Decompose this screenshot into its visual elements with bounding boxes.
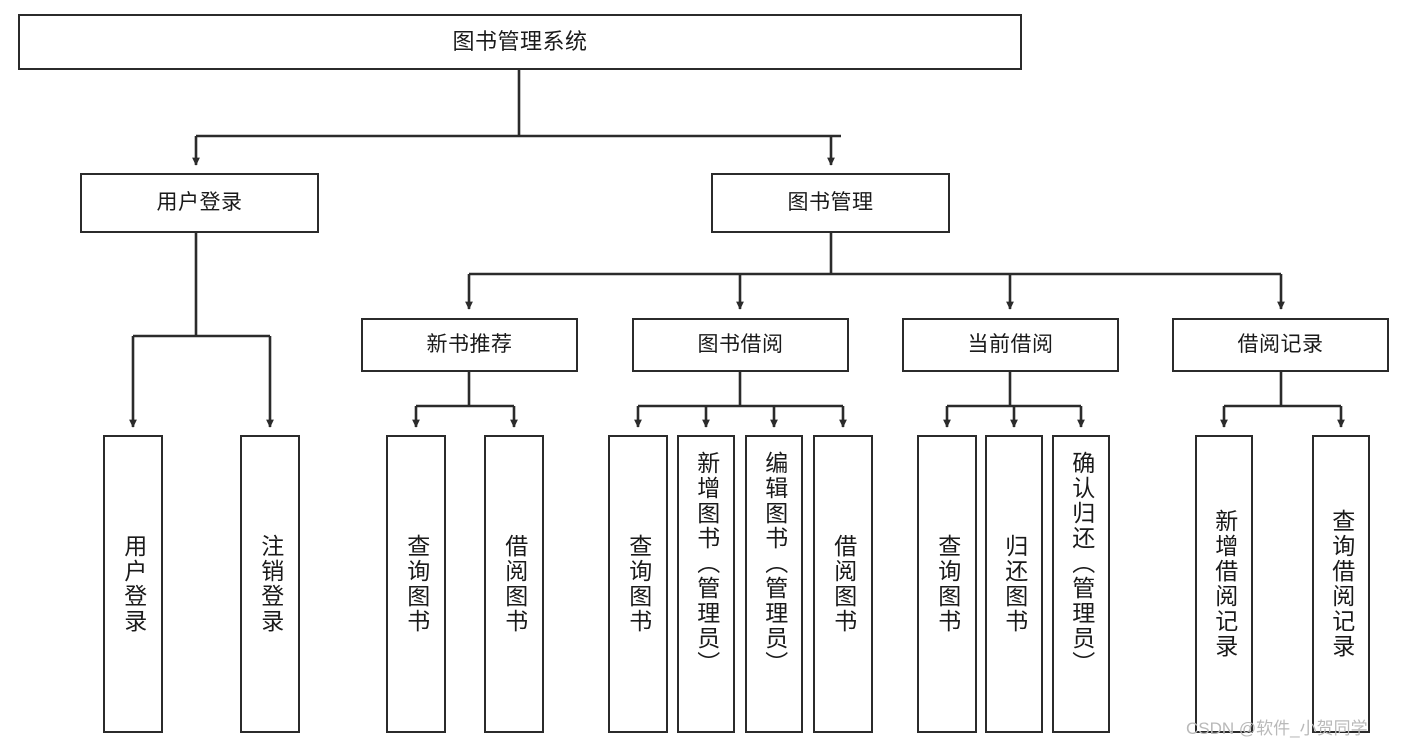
node-label: 查询图书 xyxy=(934,534,961,634)
node-label: 借阅图书 xyxy=(501,534,528,634)
node-label: 编辑图书（管理员） xyxy=(761,451,788,676)
node-leaf-add-book[interactable]: 新增图书（管理员） xyxy=(677,435,735,733)
node-label: 用户登录 xyxy=(156,190,243,214)
node-leaf-add-record[interactable]: 新增借阅记录 xyxy=(1195,435,1253,733)
node-root-system[interactable]: 图书管理系统 xyxy=(18,14,1022,70)
node-current-borrow[interactable]: 当前借阅 xyxy=(902,318,1119,372)
node-leaf-confirm-return[interactable]: 确认归还（管理员） xyxy=(1052,435,1110,733)
node-new-book-recommend[interactable]: 新书推荐 xyxy=(361,318,578,372)
node-label: 新书推荐 xyxy=(426,332,513,356)
node-label: 借阅图书 xyxy=(830,534,857,634)
csdn-watermark: CSDN @软件_小贺同学 xyxy=(1186,719,1368,738)
node-leaf-logout-login[interactable]: 注销登录 xyxy=(240,435,300,733)
node-label: 注销登录 xyxy=(257,534,284,634)
node-leaf-query-book-2[interactable]: 查询图书 xyxy=(608,435,668,733)
node-leaf-borrow-book-1[interactable]: 借阅图书 xyxy=(484,435,544,733)
node-label: 新增借阅记录 xyxy=(1211,509,1238,659)
node-label: 新增图书（管理员） xyxy=(693,451,720,676)
node-book-management[interactable]: 图书管理 xyxy=(711,173,950,233)
node-label: 当前借阅 xyxy=(967,332,1054,356)
node-label: 图书管理系统 xyxy=(452,29,588,55)
node-leaf-user-login[interactable]: 用户登录 xyxy=(103,435,163,733)
node-label: 归还图书 xyxy=(1001,534,1028,634)
node-leaf-query-book-3[interactable]: 查询图书 xyxy=(917,435,977,733)
node-borrow-record[interactable]: 借阅记录 xyxy=(1172,318,1389,372)
node-leaf-borrow-book-2[interactable]: 借阅图书 xyxy=(813,435,873,733)
node-book-borrow[interactable]: 图书借阅 xyxy=(632,318,849,372)
node-label: 查询图书 xyxy=(625,534,652,634)
node-label: 用户登录 xyxy=(120,534,147,634)
node-user-login[interactable]: 用户登录 xyxy=(80,173,319,233)
node-leaf-edit-book[interactable]: 编辑图书（管理员） xyxy=(745,435,803,733)
node-leaf-return-book[interactable]: 归还图书 xyxy=(985,435,1043,733)
node-label: 查询借阅记录 xyxy=(1328,509,1355,659)
node-leaf-query-book-1[interactable]: 查询图书 xyxy=(386,435,446,733)
node-label: 确认归还（管理员） xyxy=(1068,451,1095,676)
node-label: 查询图书 xyxy=(403,534,430,634)
node-label: 图书管理 xyxy=(787,190,874,214)
node-label: 借阅记录 xyxy=(1237,332,1324,356)
node-label: 图书借阅 xyxy=(697,332,784,356)
node-leaf-query-record[interactable]: 查询借阅记录 xyxy=(1312,435,1370,733)
